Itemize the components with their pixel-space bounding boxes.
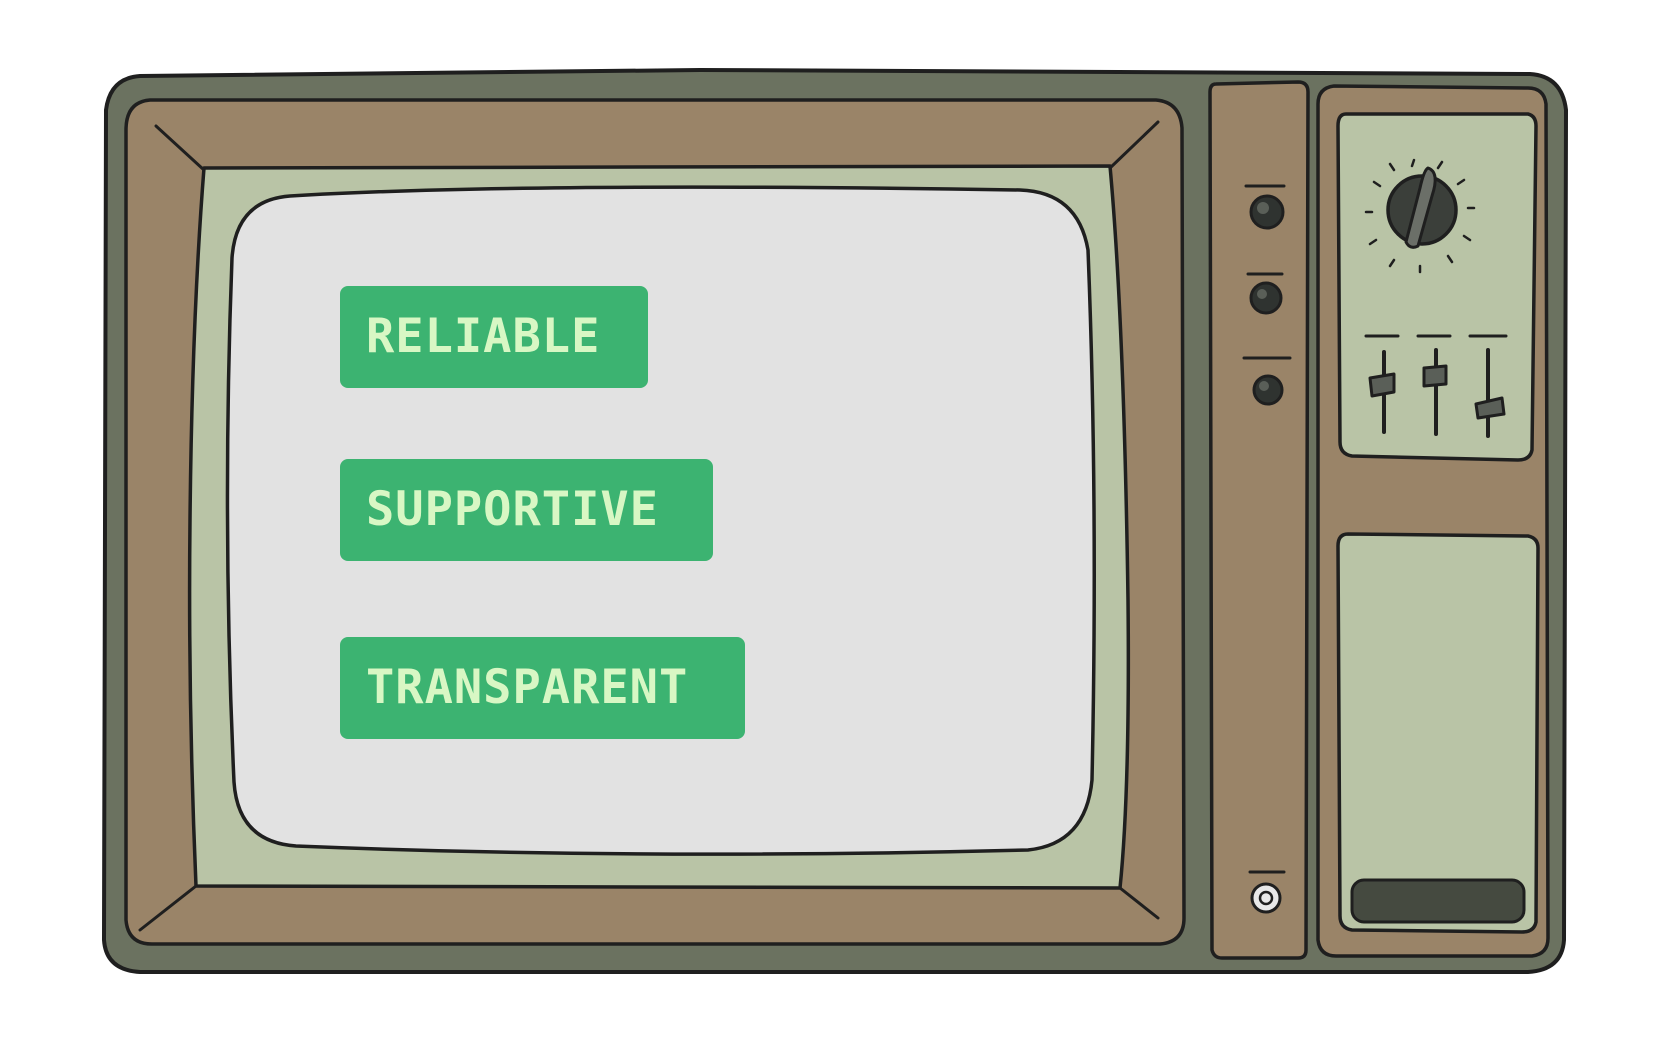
slider-icon [1368,350,1396,434]
bevel-line-br [1118,886,1160,920]
speaker-slot [1350,878,1526,924]
knob-icon [1252,374,1284,406]
tag-supportive: SUPPORTIVE [340,459,713,561]
tag-reliable: RELIABLE [340,286,648,388]
power-button-icon [1250,882,1282,914]
slider-icon [1422,348,1448,436]
control-strip [1208,80,1310,960]
speaker-panel [1336,532,1540,934]
bevel-line-tr [1108,120,1160,170]
dial-icon [1364,158,1476,274]
bevel-line-bl [138,884,198,932]
bevel-line-tl [154,124,206,172]
knob-icon [1249,281,1283,315]
tag-transparent: TRANSPARENT [340,637,745,739]
slider-icon [1474,348,1506,438]
